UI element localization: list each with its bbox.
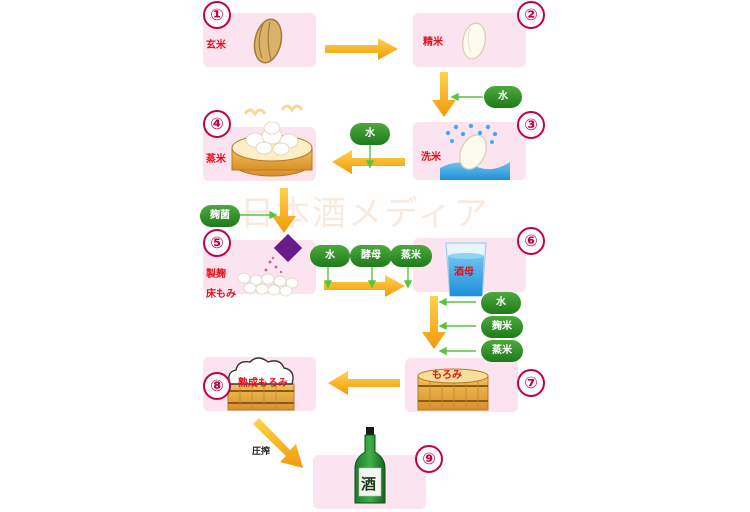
step-6-label: 酒母	[454, 267, 474, 278]
step-5-label-2: 床もみ	[206, 289, 236, 300]
input-pill-water-7: 水	[481, 292, 521, 314]
step-2-label: 精米	[423, 37, 443, 48]
glass-icon	[445, 242, 487, 297]
input-pill-steamed-rice-7: 蒸米	[481, 340, 523, 362]
step-5-label-1: 製麹	[206, 269, 226, 280]
input-pill-yeast: 酵母	[350, 245, 392, 267]
step-number-4: ④	[203, 110, 231, 138]
step-number-7: ⑦	[517, 369, 545, 397]
flow-arrow-5-6	[324, 275, 405, 297]
flow-arrow-8-9	[253, 418, 303, 468]
step-3-label: 洗米	[421, 152, 441, 163]
mature-tub-icon	[227, 357, 295, 411]
flow-arrow-6-7	[422, 296, 446, 349]
step-4-label: 蒸米	[206, 154, 226, 165]
step-number-3: ③	[517, 111, 545, 139]
flow-arrow-7-8	[328, 371, 400, 395]
bottle-label-text: 酒	[361, 475, 377, 493]
step-number-6: ⑥	[517, 227, 545, 255]
flow-arrow-4-5	[272, 188, 296, 233]
steamer-icon	[231, 104, 313, 177]
step-number-2: ②	[517, 1, 545, 29]
step-8-label: 熟成もろみ	[238, 378, 288, 389]
input-pill-water-6: 水	[310, 245, 350, 267]
washed-rice-icon	[440, 123, 510, 180]
input-pill-koji-rice-7: 麹米	[481, 316, 523, 338]
input-pill-water-3: 水	[484, 86, 522, 108]
step-number-1: ①	[203, 1, 231, 29]
input-arrows	[236, 92, 483, 356]
polished-rice-icon	[462, 22, 486, 60]
sake-bottle-icon	[354, 427, 386, 504]
press-label: 圧搾	[252, 447, 271, 457]
tub-icon	[417, 368, 489, 411]
flow-arrow-1-2	[325, 38, 398, 60]
step-number-8: ⑧	[203, 372, 231, 400]
input-pill-koji-mold: 麹菌	[200, 205, 240, 227]
step-7-label: もろみ	[432, 370, 462, 381]
input-pill-water-4: 水	[350, 123, 390, 145]
step-number-9: ⑨	[415, 445, 443, 473]
input-pill-steamed-rice-6: 蒸米	[390, 245, 432, 267]
step-1-label: 玄米	[206, 40, 226, 51]
koji-icon	[237, 233, 303, 297]
flow-arrow-2-3	[432, 72, 456, 117]
brown-rice-icon	[253, 18, 283, 64]
step-number-5: ⑤	[203, 229, 231, 257]
